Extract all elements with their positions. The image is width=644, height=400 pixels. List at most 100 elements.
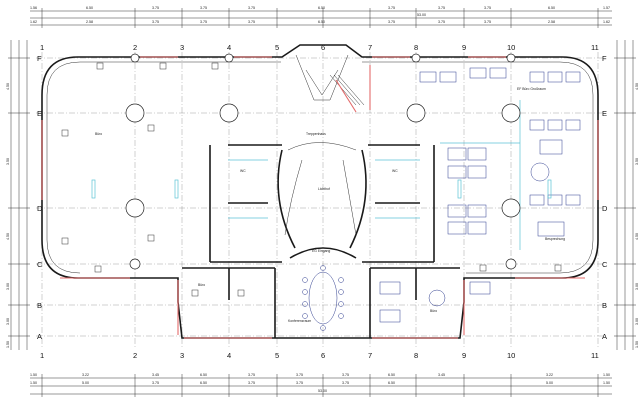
top2-dim-1: 1.62 <box>30 20 37 24</box>
right-dim-4: 3.00 <box>635 283 639 290</box>
bottom-dim-11: 1.50 <box>603 373 610 377</box>
left-dimension-lines: 4.50 3.50 4.50 3.00 3.00 1.50 <box>6 40 30 350</box>
col-label-5-bottom: 5 <box>275 351 279 360</box>
room-label-bottom-left: Büro <box>198 283 205 287</box>
col-label-1-top: 1 <box>40 43 44 52</box>
right-dim-3: 4.50 <box>635 233 639 240</box>
bottom2-dim-4: 6.50 <box>200 381 207 385</box>
bottom2-dim-3: 3.75 <box>152 381 159 385</box>
col-label-8-top: 8 <box>414 43 418 52</box>
left-dim-4: 3.00 <box>6 283 10 290</box>
bottom-dimension-lines: 1.50 3.22 3.45 6.50 3.75 3.75 3.75 6.50 … <box>30 373 612 397</box>
axis-grid <box>36 52 604 348</box>
right-dimension-lines: 4.50 3.50 4.50 3.00 3.00 1.50 <box>614 40 639 350</box>
top-dim-9: 3.75 <box>484 6 491 10</box>
col-label-2-top: 2 <box>133 43 137 52</box>
left-dim-2: 3.50 <box>6 158 10 165</box>
bottom2-dim-8: 6.50 <box>388 381 395 385</box>
room-label-right-office: EF Büro Großraum <box>517 87 546 91</box>
exterior-walls <box>41 44 599 339</box>
room-label-stairwell: Treppenhaus <box>306 132 326 136</box>
room-label-wc-right: WC <box>392 169 398 173</box>
row-label-e-left: E <box>37 109 42 118</box>
bottom2-dim-1: 1.50 <box>30 381 37 385</box>
row-label-f-left: F <box>37 54 42 63</box>
top2-dim-7: 3.75 <box>388 20 395 24</box>
room-labels: Büro Treppenhaus Lichthof EG Eingang Kon… <box>95 87 565 323</box>
col-label-4-top: 4 <box>227 43 231 52</box>
row-label-a-right: A <box>602 332 607 341</box>
room-label-meeting: Besprechung <box>545 237 565 241</box>
row-label-e-right: E <box>602 109 607 118</box>
col-label-11-top: 11 <box>591 43 599 52</box>
bottom-dim-7: 3.75 <box>342 373 349 377</box>
right-dim-6: 1.50 <box>635 341 639 348</box>
col-label-2-bottom: 2 <box>133 351 137 360</box>
left-dim-6: 1.50 <box>6 341 10 348</box>
top-dim-11: 1.57 <box>603 6 610 10</box>
top-dim-2: 6.50 <box>86 6 93 10</box>
row-label-b-right: B <box>602 301 607 310</box>
top2-dim-5: 3.75 <box>248 20 255 24</box>
top2-dim-8: 3.75 <box>438 20 445 24</box>
row-label-f-right: F <box>602 54 607 63</box>
row-label-c-right: C <box>602 260 608 269</box>
bottom-dim-3: 3.45 <box>152 373 159 377</box>
col-label-6-bottom: 6 <box>321 351 325 360</box>
room-label-wc-left: WC <box>240 169 246 173</box>
col-label-7-bottom: 7 <box>368 351 372 360</box>
bottom2-dim-6: 3.75 <box>296 381 303 385</box>
col-label-7-top: 7 <box>368 43 372 52</box>
bottom2-dim-5: 3.75 <box>248 381 255 385</box>
bottom-dim-6: 3.75 <box>296 373 303 377</box>
bottom-dim-9: 3.45 <box>438 373 445 377</box>
col-label-5-top: 5 <box>275 43 279 52</box>
left-dim-3: 4.50 <box>6 233 10 240</box>
columns <box>125 53 521 270</box>
room-label-entrance: EG Eingang <box>312 249 330 253</box>
bottom-dim-4: 6.50 <box>200 373 207 377</box>
row-label-a-left: A <box>37 332 42 341</box>
grid-row-labels-left: F E D C B A <box>37 54 43 341</box>
right-dim-1: 4.50 <box>635 83 639 90</box>
col-label-11-bottom: 11 <box>591 351 599 360</box>
bottom-dim-1: 1.50 <box>30 373 37 377</box>
col-label-6-top: 6 <box>321 43 325 52</box>
col-label-1-bottom: 1 <box>40 351 44 360</box>
top2-dim-11: 1.62 <box>603 20 610 24</box>
right-dim-2: 3.50 <box>635 158 639 165</box>
top2-dim-9: 3.75 <box>484 20 491 24</box>
top2-dim-6: 6.50 <box>318 20 325 24</box>
col-label-3-bottom: 3 <box>180 351 184 360</box>
top-dim-6: 6.50 <box>318 6 325 10</box>
bottom-dim-10: 3.22 <box>546 373 553 377</box>
top-dim-5: 3.75 <box>248 6 255 10</box>
grid-row-labels-right: F E D C B A <box>602 54 608 341</box>
col-label-9-bottom: 9 <box>462 351 466 360</box>
room-label-left-office: Büro <box>95 132 102 136</box>
bottom2-dim-2: 5.00 <box>82 381 89 385</box>
top-dim-4: 3.75 <box>200 6 207 10</box>
bottom-dim-total: 53.00 <box>318 389 327 393</box>
col-label-9-top: 9 <box>462 43 466 52</box>
furniture <box>61 62 581 331</box>
left-dim-1: 4.50 <box>6 83 10 90</box>
top-dim-total: 53.00 <box>417 13 426 17</box>
bottom-dim-2: 3.22 <box>82 373 89 377</box>
top2-dim-3: 3.75 <box>152 20 159 24</box>
col-label-3-top: 3 <box>180 43 184 52</box>
top-dim-3: 3.75 <box>152 6 159 10</box>
bottom2-dim-10: 1.50 <box>603 381 610 385</box>
interior-walls <box>177 65 521 338</box>
bottom2-dim-7: 3.75 <box>342 381 349 385</box>
top2-dim-10: 2.58 <box>548 20 555 24</box>
col-label-8-bottom: 8 <box>414 351 418 360</box>
top2-dim-4: 3.75 <box>200 20 207 24</box>
grid-column-labels-top: 1 2 3 4 5 6 7 8 9 10 11 <box>40 43 599 52</box>
col-label-4-bottom: 4 <box>227 351 231 360</box>
col-label-10-top: 10 <box>507 43 515 52</box>
top-dim-8: 3.75 <box>438 6 445 10</box>
left-dim-5: 3.00 <box>6 318 10 325</box>
row-label-d-right: D <box>602 204 608 213</box>
grid-column-labels-bottom: 1 2 3 4 5 6 7 8 9 10 11 <box>40 351 599 360</box>
